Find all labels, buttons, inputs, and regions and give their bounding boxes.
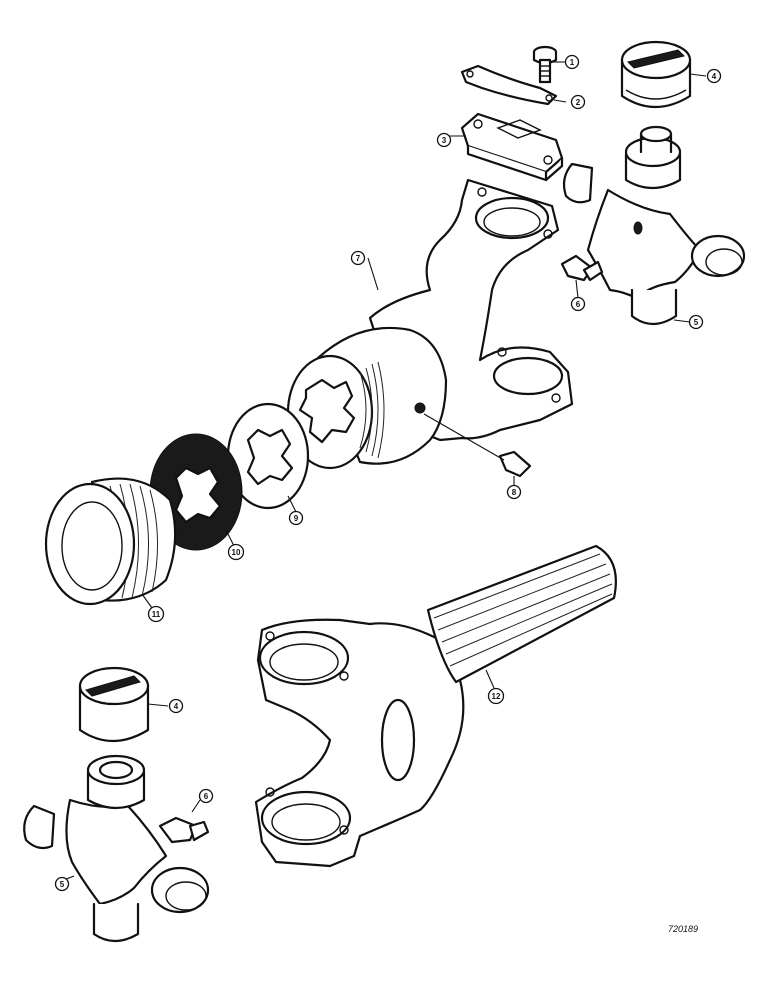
- grease-fitting-mid-part: [423, 413, 532, 486]
- dust-cap-part: [44, 477, 177, 609]
- callout-circle: [227, 543, 245, 561]
- callout-washer: 9: [288, 510, 304, 526]
- callout-circle: [706, 68, 722, 84]
- washer-part: [226, 402, 310, 513]
- callout-cross-journal: 5: [688, 314, 704, 330]
- callout-circle: [436, 132, 452, 148]
- callout-number: 5: [60, 880, 65, 889]
- callout-number: 8: [512, 488, 517, 497]
- drawing-code: 720189: [668, 924, 698, 934]
- grease-fitting-right-part: [560, 254, 604, 299]
- callout-circle: [570, 296, 586, 312]
- cross-journal-bottom-part: [23, 754, 210, 943]
- callout-slip-yoke: 7: [350, 250, 366, 266]
- callout-circle: [54, 876, 70, 892]
- splined-shaft-yoke-part: [254, 544, 617, 868]
- callout-bearing-cap: 4: [706, 68, 722, 84]
- callout-number: 10: [232, 548, 241, 557]
- callout-grease-fitting: 6: [198, 788, 214, 804]
- callout-number: 9: [294, 514, 299, 523]
- callout-circle: [288, 510, 304, 526]
- callout-grease-fitting: 8: [506, 484, 522, 500]
- callout-number: 12: [492, 692, 501, 701]
- lock-plate-part: [460, 64, 558, 106]
- grease-fitting-bottom-part: [158, 799, 210, 844]
- callout-grease-fitting: 6: [570, 296, 586, 312]
- callout-number: 7: [356, 254, 361, 263]
- callout-circle: [147, 605, 165, 623]
- callout-number: 11: [152, 610, 161, 619]
- callout-splined-shaft-yoke: 12: [487, 687, 505, 705]
- callout-dust-cap: 11: [147, 605, 165, 623]
- callout-number: 6: [576, 300, 581, 309]
- callout-cross-journal: 5: [54, 876, 70, 892]
- callout-seal: 10: [227, 543, 245, 561]
- callout-circle: [564, 54, 580, 70]
- callout-circle: [506, 484, 522, 500]
- callout-number: 1: [570, 58, 575, 67]
- callout-gasket-plate: 3: [436, 132, 452, 148]
- callout-number: 4: [174, 702, 179, 711]
- callout-lock-plate: 2: [570, 94, 586, 110]
- callout-circle: [350, 250, 366, 266]
- slip-yoke-part: [286, 178, 574, 470]
- callout-circle: [688, 314, 704, 330]
- callout-circle: [570, 94, 586, 110]
- callout-number: 6: [204, 792, 209, 801]
- cross-journal-right-part: [562, 125, 746, 326]
- callout-bearing-cap: 4: [168, 698, 184, 714]
- callout-number: 2: [576, 98, 581, 107]
- callout-number: 5: [694, 318, 699, 327]
- gasket-plate-part: [460, 112, 564, 182]
- callout-bolt: 1: [564, 54, 580, 70]
- callout-circle: [198, 788, 214, 804]
- callout-number: 4: [712, 72, 717, 81]
- callout-number: 3: [442, 136, 447, 145]
- bolt-part: [532, 45, 558, 84]
- leader-lines: [367, 61, 707, 323]
- callout-circle: [168, 698, 184, 714]
- bearing-cap-bottom-part: [78, 666, 169, 742]
- callout-circle: [487, 687, 505, 705]
- bearing-cap-top-part: [620, 40, 692, 108]
